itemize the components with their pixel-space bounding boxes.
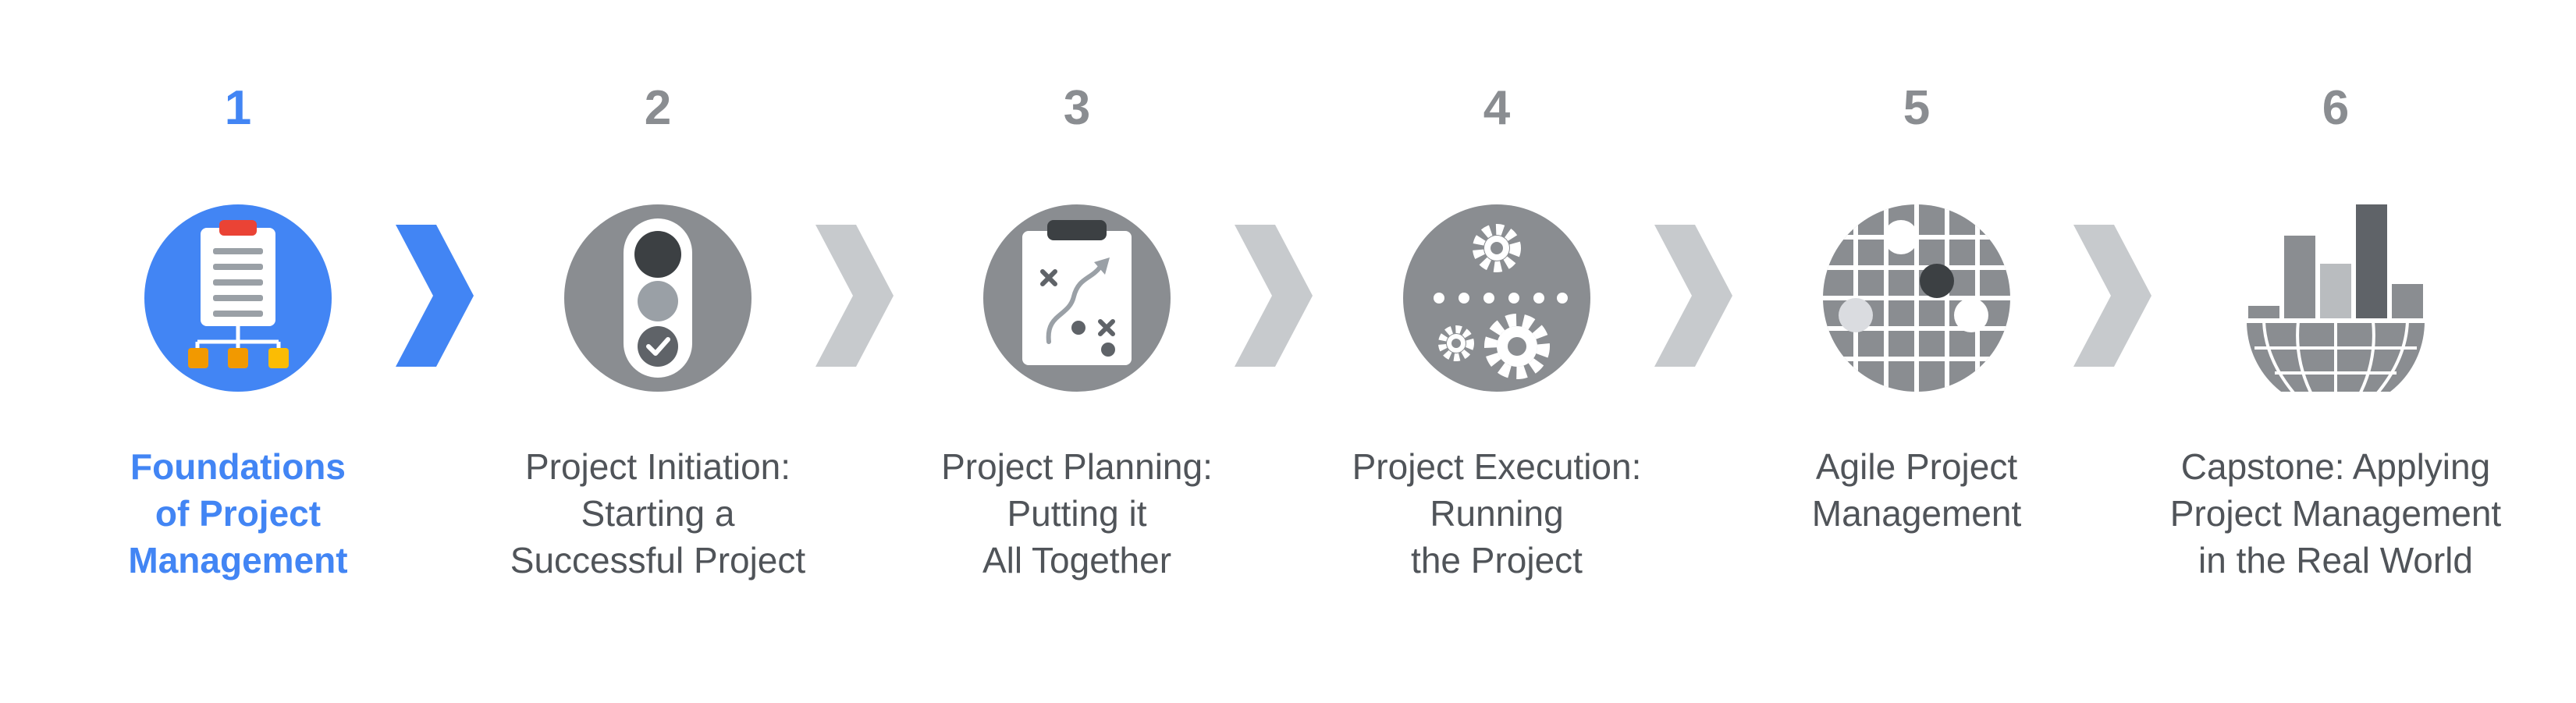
step-label-line: Running	[1430, 493, 1564, 534]
step-label-line: Putting it	[1007, 493, 1147, 534]
chevron-right-icon	[815, 225, 894, 367]
step-label-line: Capstone: Applying	[2180, 446, 2491, 487]
step-number: 6	[2322, 81, 2350, 135]
strategy-clipboard-icon	[983, 204, 1171, 392]
step-label: Foundations of Project Management	[51, 443, 425, 584]
step-label-line: Project Initiation:	[524, 446, 791, 487]
step-label-line: in the Real World	[2198, 540, 2473, 581]
step-label-line: Management	[1811, 493, 2022, 534]
step-label: Agile Project Management	[1729, 443, 2104, 537]
step-4[interactable]: 4 Pro	[1309, 0, 1684, 703]
step-number: 5	[1903, 81, 1931, 135]
gears-icon	[1403, 204, 1590, 392]
step-6[interactable]: 6 Capstone: Applying Project Management …	[2148, 0, 2523, 703]
clipboard-hierarchy-icon	[144, 204, 332, 392]
step-label-line: Project Management	[2169, 493, 2502, 534]
step-label-line: Project Planning:	[941, 446, 1213, 487]
step-number: 2	[644, 81, 672, 135]
step-label: Project Execution: Running the Project	[1309, 443, 1684, 584]
step-number: 3	[1063, 81, 1091, 135]
step-label: Project Initiation: Starting a Successfu…	[471, 443, 845, 584]
chevron-right-icon	[2073, 225, 2151, 367]
step-label: Capstone: Applying Project Management in…	[2148, 443, 2523, 584]
step-label-line: All Together	[982, 540, 1172, 581]
traffic-light-icon	[564, 204, 751, 392]
chevron-right-icon	[1235, 225, 1313, 367]
step-label: Project Planning: Putting it All Togethe…	[890, 443, 1264, 584]
step-label-line: Management	[128, 540, 348, 581]
chevron-right-icon	[396, 225, 474, 367]
step-label-line: of Project	[155, 493, 322, 534]
chevron-right-icon	[1654, 225, 1732, 367]
step-label-line: the Project	[1411, 540, 1583, 581]
step-number: 4	[1483, 81, 1511, 135]
step-label-line: Agile Project	[1815, 446, 2018, 487]
step-label-line: Foundations	[130, 446, 346, 487]
step-1[interactable]: 1 Foundations of Project Management	[51, 0, 425, 703]
step-number: 1	[224, 81, 252, 135]
step-label-line: Project Execution:	[1352, 446, 1642, 487]
step-5[interactable]: 5 Agile Project	[1729, 0, 2104, 703]
step-2[interactable]: 2 Project Initiation: Starting a Success…	[471, 0, 845, 703]
globe-bar-chart-icon	[2242, 204, 2429, 392]
step-label-line: Starting a	[581, 493, 735, 534]
grid-globe-icon	[1823, 204, 2010, 392]
step-3[interactable]: 3 Project Planning: Putting it All Toget…	[890, 0, 1264, 703]
step-label-line: Successful Project	[510, 540, 806, 581]
